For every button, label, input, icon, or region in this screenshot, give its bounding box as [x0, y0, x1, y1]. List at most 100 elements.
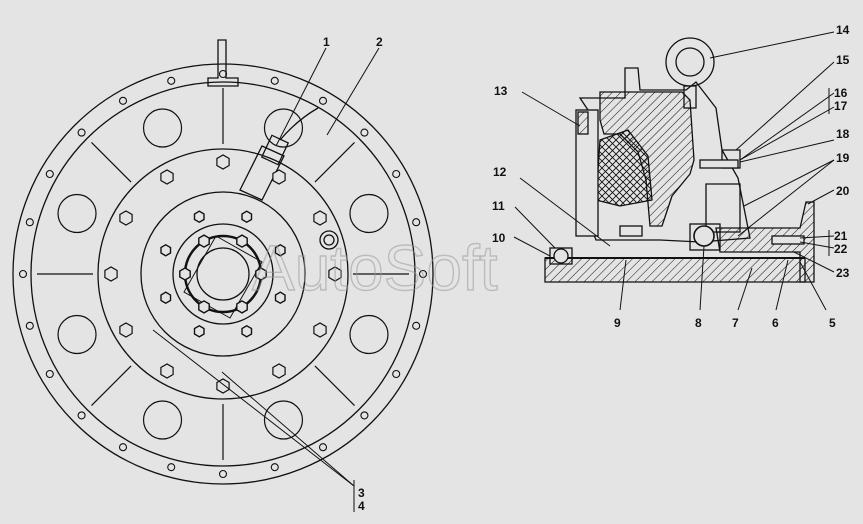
- housing-window: [349, 314, 389, 355]
- housing-rib: [91, 365, 132, 406]
- cap-bolt: [198, 300, 210, 314]
- section-view: [544, 37, 815, 283]
- housing-window: [142, 400, 183, 440]
- callout-13: 13: [494, 84, 508, 98]
- plate-bolt: [216, 154, 230, 170]
- seal-ring: [619, 225, 643, 237]
- hub-ring: [172, 223, 274, 325]
- hub-bolt: [274, 243, 286, 257]
- hub-bolt: [160, 291, 172, 305]
- callout-14: 14: [836, 23, 850, 37]
- hub-flange: [140, 191, 306, 357]
- hub-bolts: [160, 210, 286, 338]
- housing-inner-rim: [30, 81, 416, 467]
- callout-9: 9: [614, 316, 621, 330]
- housing-ribs: [37, 88, 409, 460]
- rim-bolt-hole: [218, 69, 228, 79]
- housing-rib: [314, 365, 355, 406]
- callout-18: 18: [836, 127, 850, 141]
- rim-bolt-hole: [45, 169, 54, 179]
- rim-bolt-hole: [360, 411, 369, 420]
- callout-19: 19: [836, 151, 850, 165]
- sensor-cable: [279, 107, 319, 141]
- rim-bolt-hole: [318, 443, 328, 452]
- rear-bolt: [771, 235, 805, 245]
- housing-windows: [57, 108, 389, 440]
- rim-bolt-hole: [118, 443, 128, 452]
- speed-sensor: [239, 145, 285, 201]
- rim-bolt-hole: [318, 96, 328, 105]
- cap-bolt: [198, 234, 210, 248]
- front-flange-hatch: [577, 111, 589, 135]
- callout-6: 6: [772, 316, 779, 330]
- rim-bolt-hole: [392, 369, 401, 379]
- rim-bolt-hole: [392, 169, 401, 179]
- plate-bolt: [272, 363, 286, 379]
- rim-bolt-hole: [412, 321, 421, 330]
- callout-12: 12: [493, 165, 507, 179]
- callout-2: 2: [376, 35, 383, 49]
- rim-bolt-hole: [118, 96, 128, 105]
- hub-bolt: [193, 210, 205, 224]
- rim-bolt-hole: [25, 321, 34, 330]
- rim-bolt-hole: [270, 463, 279, 472]
- plate-bolt: [104, 266, 118, 282]
- drain-plug-inner: [323, 234, 335, 246]
- plate-bolts: [104, 154, 342, 394]
- rim-bolt-hole: [218, 469, 228, 479]
- callout-22: 22: [834, 242, 848, 256]
- plate-bolt: [272, 169, 286, 185]
- housing-window: [57, 314, 97, 355]
- callout-16: 16: [834, 86, 848, 100]
- drain-plug: [319, 230, 339, 250]
- housing-window: [263, 400, 304, 440]
- housing-rib: [91, 142, 132, 183]
- housing-outer-rim: [12, 63, 434, 485]
- lifting-eye-stem: [683, 85, 697, 109]
- callout-15: 15: [836, 53, 850, 67]
- callout-20: 20: [836, 184, 850, 198]
- side-bolt: [699, 159, 739, 169]
- lifting-lug: [207, 39, 239, 87]
- cap-bolt: [236, 234, 248, 248]
- watermark: AutoSoft: [252, 232, 498, 304]
- callout-5: 5: [829, 316, 836, 330]
- hub-bolt: [241, 324, 253, 338]
- callout-21: 21: [834, 229, 848, 243]
- rim-bolt-hole: [25, 218, 34, 227]
- plate-bolt: [328, 266, 342, 282]
- left-seal: [553, 248, 569, 264]
- callout-4: 4: [358, 499, 365, 513]
- housing-window: [263, 108, 304, 148]
- rim-bolt-hole: [77, 128, 86, 137]
- hub-bolt: [241, 210, 253, 224]
- rim-bolt-hole: [167, 76, 176, 85]
- hub-bolt: [274, 291, 286, 305]
- plate-bolt: [119, 322, 133, 338]
- housing-window: [142, 108, 183, 148]
- mounting-plate-outline: [97, 148, 349, 400]
- callout-10: 10: [492, 231, 506, 245]
- main-bearing: [689, 223, 721, 251]
- housing-window: [349, 193, 389, 234]
- plate-bolt: [313, 322, 327, 338]
- callout-7: 7: [732, 316, 739, 330]
- flywheel-front-view: [12, 39, 434, 485]
- rim-bolt-hole: [412, 218, 421, 227]
- callouts: 1 2 3 4 5 6 7 8 9 10 11 12 13 14 15 16 1…: [323, 23, 850, 513]
- left-leader-lines: [152, 47, 380, 512]
- plate-bolt: [160, 363, 174, 379]
- front-flange: [575, 109, 599, 237]
- shaft-bore: [196, 247, 250, 301]
- rim-bolt-hole: [18, 269, 28, 279]
- callout-1: 1: [323, 35, 330, 49]
- rim-bolt-hole: [167, 463, 176, 472]
- rim-bolt-hole: [270, 76, 279, 85]
- main-bearing-ball: [693, 225, 715, 247]
- shaft-section: [544, 257, 806, 283]
- callout-23: 23: [836, 266, 850, 280]
- callout-3: 3: [358, 486, 365, 500]
- cap-bolt: [255, 267, 267, 281]
- plate-bolt: [160, 169, 174, 185]
